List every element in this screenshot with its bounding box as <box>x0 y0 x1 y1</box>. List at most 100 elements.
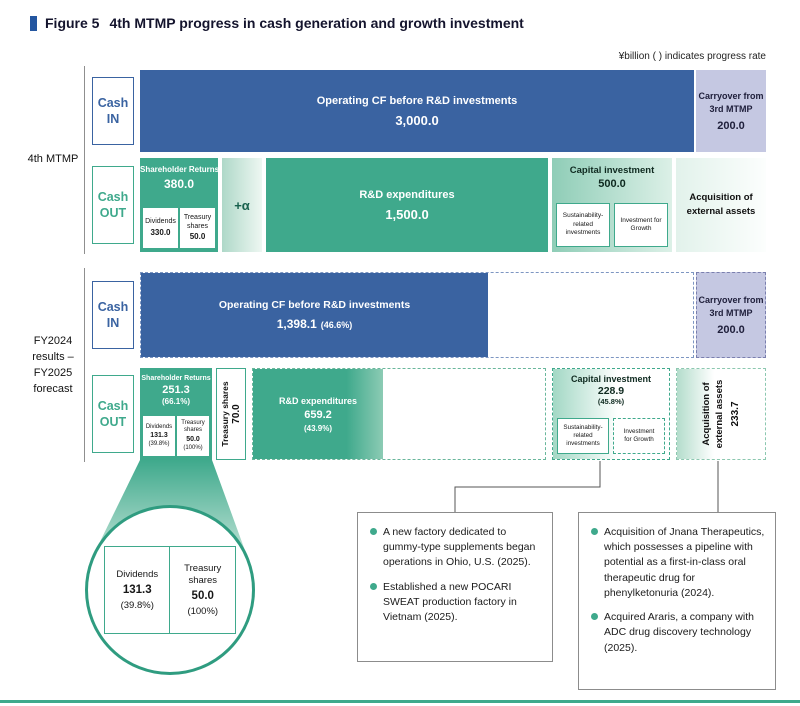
treasury-value: 50.0 <box>186 435 200 443</box>
callout-text: Established a new POCARI SWEAT productio… <box>383 580 517 624</box>
operating-cf-progress: (46.6%) <box>320 320 353 330</box>
fy-capital-investment-box: Capital investment 228.9 (45.8%) Sustain… <box>552 368 670 460</box>
capital-breakdown: Sustainability- related investments Inve… <box>557 418 665 454</box>
treasury-70-label: Treasury shares <box>220 381 230 447</box>
sustainability-sub-box: Sustainability- related investments <box>557 418 609 454</box>
treasury-label: Treasury shares <box>184 563 222 586</box>
shareholder-returns-breakdown: Dividends 330.0 Treasury shares 50.0 <box>143 208 215 248</box>
figure-header: Figure 5 4th MTMP progress in cash gener… <box>30 15 524 31</box>
callout-item: A new factory dedicated to gummy-type su… <box>370 525 542 571</box>
dividends-value: 131.3 <box>150 432 168 440</box>
dividends-value: 330.0 <box>150 227 171 237</box>
callout-text: A new factory dedicated to gummy-type su… <box>383 526 536 569</box>
carryover-value: 200.0 <box>717 323 745 336</box>
fy-carryover-box: Carryover from 3rd MTMP 200.0 <box>696 272 766 358</box>
carryover-value: 200.0 <box>717 119 745 132</box>
treasury-label: Treasury shares <box>183 213 212 230</box>
mtmp-rnd-bar: R&D expenditures 1,500.0 <box>266 158 548 252</box>
fy-shareholder-returns-box: Shareholder Returns 251.3 (66.1%) Divide… <box>140 368 212 460</box>
cash-out-text: Cash OUT <box>97 189 129 220</box>
figure-number: Figure 5 <box>45 15 100 31</box>
treasury-sub-box: Treasury shares 50.0 (100%) <box>177 416 209 456</box>
figure-marker-icon <box>30 15 37 31</box>
mtmp-operating-cf-bar: Operating CF before R&D investments 3,00… <box>140 70 694 152</box>
growth-investment-sub-box: Investment for Growth <box>614 203 668 247</box>
factories-callout-box: A new factory dedicated to gummy-type su… <box>357 512 553 662</box>
carryover-title: Carryover from 3rd MTMP <box>698 91 764 114</box>
dividends-progress: (39.8%) <box>120 600 154 612</box>
bullet-icon <box>370 528 377 535</box>
dividends-progress: (39.8%) <box>148 440 170 447</box>
rnd-value: 659.2 <box>304 408 332 421</box>
magnifier-detail-boxes: Dividends 131.3 (39.8%) Treasury shares … <box>103 546 237 634</box>
bullet-icon <box>591 528 598 535</box>
mtmp-capital-investment-box: Capital investment 500.0 Sustainability-… <box>552 158 672 252</box>
dividends-label: Dividends <box>145 423 173 430</box>
cash-out-label-fy: Cash OUT <box>92 375 134 453</box>
operating-cf-title: Operating CF before R&D investments <box>218 299 411 311</box>
rnd-progress: (43.9%) <box>303 423 332 433</box>
plus-alpha-box: +α <box>222 158 262 252</box>
capital-value: 228.9 <box>597 385 625 397</box>
cash-out-text: Cash OUT <box>97 398 129 429</box>
cash-out-label-mtmp: Cash OUT <box>92 166 134 244</box>
page-footer-rule <box>0 700 800 703</box>
fy-acquisition-box: Acquisition of external assets 233.7 <box>676 368 766 460</box>
fy-operating-cf-track: Operating CF before R&D investments 1,39… <box>140 272 694 358</box>
bullet-icon <box>370 582 377 590</box>
shareholder-returns-title: Shareholder Returns <box>141 375 211 382</box>
acquisition-rotated-text: Acquisition of external assets 233.7 <box>696 368 746 460</box>
callout-item: Acquired Araris, a company with ADC drug… <box>591 610 765 656</box>
dividends-sub-box: Dividends 330.0 <box>143 208 178 248</box>
rnd-title: R&D expenditures <box>359 188 455 201</box>
shareholder-returns-title: Shareholder Returns <box>140 165 220 174</box>
operating-cf-title: Operating CF before R&D investments <box>316 94 518 107</box>
fy-rnd-fill: R&D expenditures 659.2 (43.9%) <box>253 369 383 459</box>
fy-rnd-track: R&D expenditures 659.2 (43.9%) <box>252 368 546 460</box>
fy-operating-cf-fill: Operating CF before R&D investments 1,39… <box>141 273 488 357</box>
operating-cf-value: 1,398.1 <box>276 317 317 331</box>
section-divider <box>84 268 85 462</box>
dividends-value: 131.3 <box>122 584 152 597</box>
treasury-value: 50.0 <box>191 589 214 602</box>
shareholder-returns-breakdown: Dividends 131.3 (39.8%) Treasury shares … <box>143 416 209 456</box>
magnifier-circle: Dividends 131.3 (39.8%) Treasury shares … <box>85 505 255 675</box>
capital-title: Capital investment <box>570 374 652 384</box>
cash-in-text: Cash IN <box>97 299 129 330</box>
acquisition-value: 233.7 <box>729 401 741 427</box>
capital-header: Capital investment 228.9 (45.8%) <box>553 374 669 406</box>
cash-in-label-mtmp: Cash IN <box>92 77 134 145</box>
dividends-label: Dividends <box>145 218 176 226</box>
section-divider <box>84 66 85 254</box>
capital-value: 500.0 <box>598 178 626 190</box>
operating-cf-value: 3,000.0 <box>395 112 439 128</box>
capital-connector-line <box>454 461 601 512</box>
mtmp-shareholder-returns-box: Shareholder Returns 380.0 Dividends 330.… <box>140 158 220 252</box>
mtmp-carryover-box: Carryover from 3rd MTMP 200.0 <box>696 70 766 152</box>
treasury-70-value: 70.0 <box>231 404 242 424</box>
acquisitions-callout-box: Acquisition of Jnana Therapeutics, which… <box>578 512 776 690</box>
operating-cf-value-row: 1,398.1 (46.6%) <box>277 317 353 331</box>
treasury-progress: (100%) <box>183 444 203 451</box>
shareholder-returns-progress: (66.1%) <box>161 397 190 406</box>
capital-breakdown: Sustainability- related investments Inve… <box>556 203 668 247</box>
sustainability-sub-box: Sustainability- related investments <box>556 203 610 247</box>
growth-investment-sub-box: Investment for Growth <box>613 418 665 454</box>
rnd-title: R&D expenditures <box>278 395 358 406</box>
figure-title: 4th MTMP progress in cash generation and… <box>109 15 524 31</box>
dividends-detail-box: Dividends 131.3 (39.8%) <box>103 546 171 634</box>
treasury-sub-box: Treasury shares 50.0 <box>180 208 215 248</box>
unit-note: ¥billion ( ) indicates progress rate <box>618 51 766 62</box>
fy-treasury-shares-70-box: Treasury shares 70.0 <box>216 368 246 460</box>
acquisition-progress-fill <box>677 369 714 459</box>
group-label-fy2024: FY2024 results – FY2025 forecast <box>32 335 74 395</box>
rnd-value: 1,500.0 <box>385 206 429 222</box>
shareholder-returns-value: 380.0 <box>163 177 195 191</box>
bullet-icon <box>591 613 598 621</box>
treasury-progress: (100%) <box>187 605 219 617</box>
treasury-value: 50.0 <box>189 232 206 242</box>
dividends-label: Dividends <box>116 568 159 580</box>
acquisition-title: Acquisition of external assets <box>701 379 725 449</box>
cash-in-text: Cash IN <box>97 95 129 126</box>
